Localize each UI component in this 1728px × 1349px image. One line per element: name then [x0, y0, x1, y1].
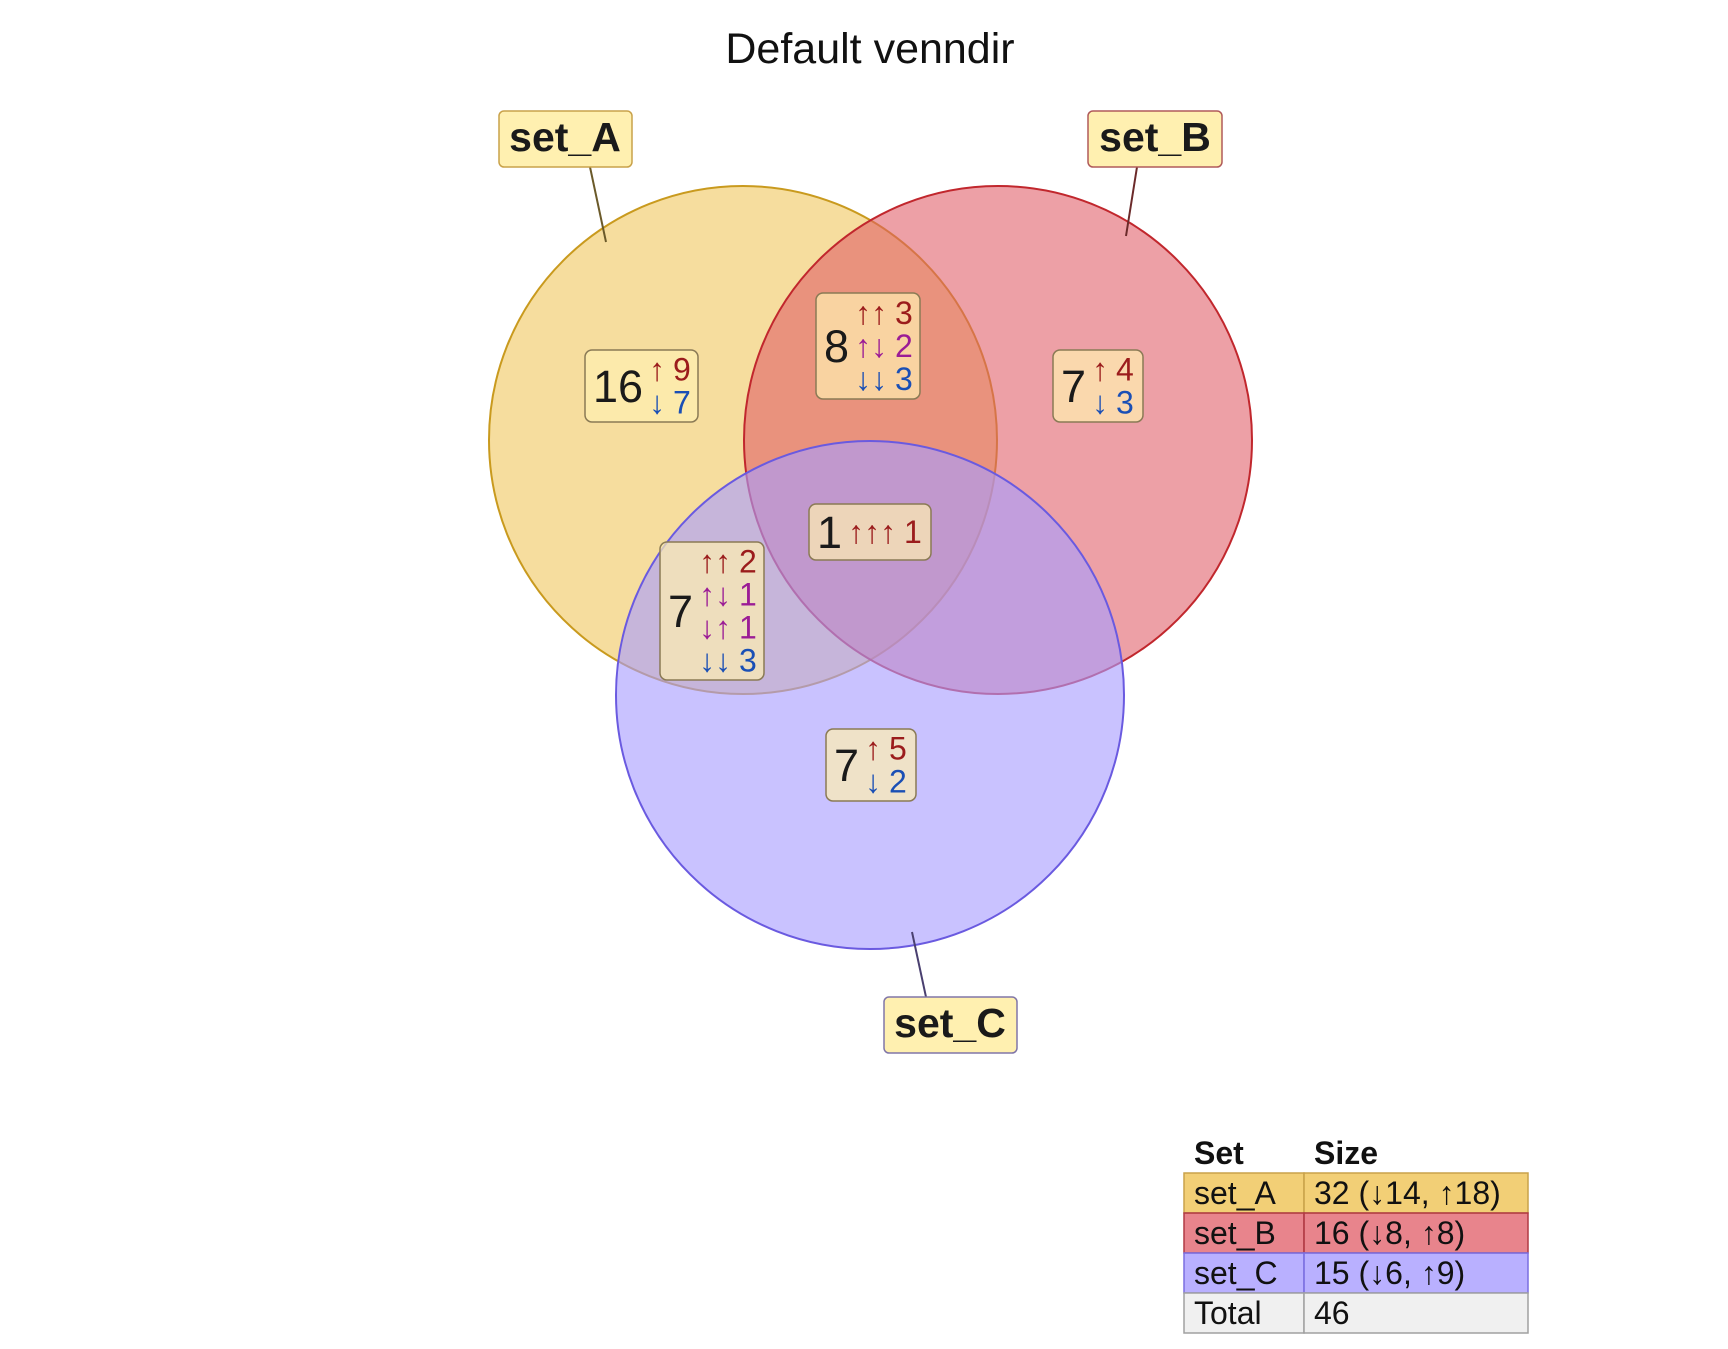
direction-count: 5: [889, 731, 907, 767]
direction-count: 1: [739, 610, 757, 646]
legend-total-cell: [1183, 1292, 1305, 1334]
direction-count: 2: [889, 764, 907, 800]
region-direction-line: ↑5: [865, 731, 907, 767]
direction-count: 7: [673, 385, 691, 421]
region-direction-line: ↑4: [1092, 352, 1134, 388]
direction-count: 2: [739, 544, 757, 580]
legend-set-b-swatch: [1183, 1212, 1305, 1254]
region-direction-line: ↓2: [865, 764, 907, 800]
legend-set-b-name: set_B: [1194, 1215, 1276, 1251]
direction-arrows: ↑↑: [855, 295, 887, 331]
direction-count: 3: [1116, 385, 1134, 421]
region-direction-line: ↑↑↑1: [848, 514, 922, 550]
legend-set-a-swatch: [1183, 1172, 1305, 1214]
direction-arrows: ↑↑↑: [848, 514, 896, 550]
direction-arrows: ↑: [865, 731, 881, 767]
region-a-label: 16↑9↓7: [584, 349, 699, 423]
legend-table: Set Size set_A 32 (↓14, ↑18) set_B 16 (↓…: [1183, 1135, 1529, 1334]
direction-arrows: ↑↓: [855, 328, 887, 364]
region-count: 8: [824, 321, 849, 372]
region-label-box: [584, 349, 699, 423]
direction-arrows: ↑↑: [699, 544, 731, 580]
region-count: 7: [668, 586, 693, 637]
region-label-box: [825, 728, 917, 802]
set-c-leader: [911, 931, 927, 998]
set-a-leader: [589, 166, 607, 243]
region-direction-line: ↓↓3: [699, 643, 757, 679]
set-c-name: set_C: [894, 1000, 1006, 1046]
region-ab-label: 8↑↑3↑↓2↓↓3: [815, 292, 921, 400]
region-direction-line: ↓3: [1092, 385, 1134, 421]
legend-set-b-size: 16 (↓8, ↑8): [1314, 1215, 1465, 1251]
region-direction-line: ↑9: [649, 352, 691, 388]
region-abc-label: 1↑↑↑1: [808, 503, 932, 561]
legend-header-set: Set: [1194, 1135, 1244, 1171]
legend-total-value-cell: [1303, 1292, 1529, 1334]
direction-count: 2: [895, 328, 913, 364]
region-label-box: [1052, 349, 1144, 423]
direction-arrows: ↓: [865, 764, 881, 800]
legend-total-value: 46: [1314, 1295, 1350, 1331]
direction-count: 1: [739, 577, 757, 613]
chart-title: Default venndir: [725, 25, 1014, 73]
region-direction-line: ↓7: [649, 385, 691, 421]
region-label-box: [808, 503, 932, 561]
region-label-box: [815, 292, 921, 400]
region-direction-line: ↓↑1: [699, 610, 757, 646]
direction-arrows: ↓↓: [699, 643, 731, 679]
legend-set-a-size-cell: [1303, 1172, 1529, 1214]
region-direction-line: ↓↓3: [855, 361, 913, 397]
region-direction-line: ↑↑3: [855, 295, 913, 331]
direction-arrows: ↓↓: [855, 361, 887, 397]
region-count: 7: [834, 740, 859, 791]
region-b-label: 7↑4↓3: [1052, 349, 1144, 423]
region-count: 1: [817, 507, 842, 558]
direction-arrows: ↓↑: [699, 610, 731, 646]
direction-count: 4: [1116, 352, 1134, 388]
region-direction-line: ↑↓1: [699, 577, 757, 613]
legend-set-c-swatch: [1183, 1252, 1305, 1294]
direction-count: 3: [895, 295, 913, 331]
set-c-label: set_C: [883, 996, 1018, 1054]
region-count: 16: [593, 361, 643, 412]
region-count: 7: [1061, 361, 1086, 412]
direction-arrows: ↑↓: [699, 577, 731, 613]
set-a-label: set_A: [498, 110, 633, 168]
direction-arrows: ↑: [649, 352, 665, 388]
direction-arrows: ↑: [1092, 352, 1108, 388]
direction-count: 3: [895, 361, 913, 397]
direction-arrows: ↓: [1092, 385, 1108, 421]
region-ac-label: 7↑↑2↑↓1↓↑1↓↓3: [659, 541, 765, 681]
legend-set-c-size-cell: [1303, 1252, 1529, 1294]
legend-set-a-name: set_A: [1194, 1175, 1276, 1211]
region-label-box: [659, 541, 765, 681]
direction-count: 9: [673, 352, 691, 388]
region-c-label: 7↑5↓2: [825, 728, 917, 802]
region-direction-line: ↑↓2: [855, 328, 913, 364]
set-b-label: set_B: [1087, 110, 1223, 168]
set-b-name: set_B: [1099, 114, 1211, 160]
direction-arrows: ↓: [649, 385, 665, 421]
set-b-leader: [1125, 166, 1138, 237]
legend-total-label: Total: [1194, 1295, 1262, 1331]
legend-set-c-name: set_C: [1194, 1255, 1278, 1291]
legend-header-size: Size: [1314, 1135, 1378, 1171]
region-direction-line: ↑↑2: [699, 544, 757, 580]
legend-set-a-size: 32 (↓14, ↑18): [1314, 1175, 1501, 1211]
legend-set-c-size: 15 (↓6, ↑9): [1314, 1255, 1465, 1291]
direction-count: 1: [904, 514, 922, 550]
direction-count: 3: [739, 643, 757, 679]
set-a-name: set_A: [509, 114, 621, 160]
